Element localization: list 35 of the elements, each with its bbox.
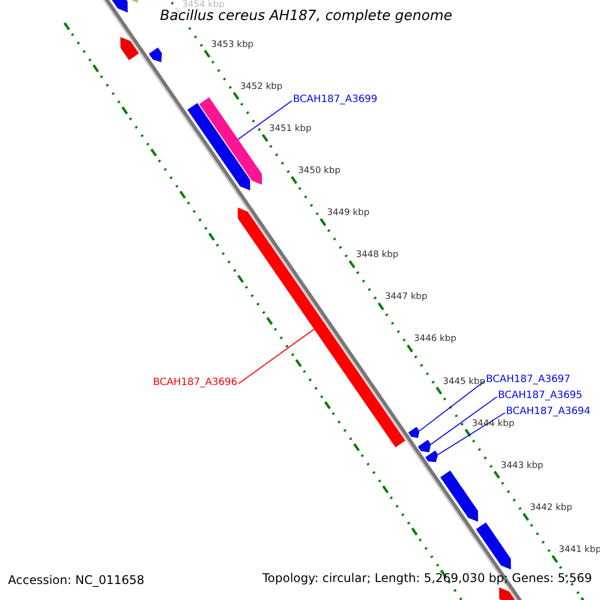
tick-label: 3445 kbp <box>442 376 486 387</box>
tick-label: 3442 kbp <box>530 502 572 514</box>
tick-label: 3446 kbp <box>414 334 456 345</box>
gene-feature <box>187 103 250 190</box>
gene-feature <box>476 522 511 570</box>
gene-feature <box>199 97 262 185</box>
gene-label: BCAH187_A3694 <box>506 406 590 418</box>
tick-label: 3448 kbp <box>356 250 398 261</box>
gene-feature <box>238 208 406 448</box>
gene-feature <box>148 48 162 62</box>
tick-label: 3454 kbp <box>182 0 225 10</box>
tick-label: 3452 kbp <box>240 82 282 92</box>
gene-label: BCAH187_A3697 <box>486 374 570 386</box>
leader-line <box>438 412 506 456</box>
tick-label: 3449 kbp <box>327 208 370 218</box>
tick-label: 3450 kbp <box>298 166 340 176</box>
leader-line <box>418 380 486 432</box>
footer-text: Accession: NC_011658 <box>8 574 144 588</box>
gene-label: BCAH187_A3696 <box>153 377 238 388</box>
tick-label: 3447 kbp <box>384 292 428 303</box>
leader-line <box>238 100 292 140</box>
gene-feature <box>408 426 420 438</box>
gene-feature <box>120 37 139 60</box>
gene-feature <box>418 440 431 452</box>
gene-label: BCAH187_A3695 <box>498 390 582 402</box>
tick-label: 3443 kbp <box>500 460 544 472</box>
tick-label: 3451 kbp <box>269 124 312 134</box>
gene-label: BCAH187_A3699 <box>293 94 378 106</box>
footer-text: Topology: circular; Length: 5,269,030 bp; Genes: 5,569 <box>262 572 592 586</box>
gene-feature <box>440 470 478 522</box>
gene-feature <box>425 450 438 462</box>
leader-line <box>238 328 315 384</box>
tick-label: 3453 kbp <box>211 40 254 50</box>
leader-line <box>430 396 498 445</box>
title: Bacillus cereus AH187, complete genome <box>160 8 452 24</box>
